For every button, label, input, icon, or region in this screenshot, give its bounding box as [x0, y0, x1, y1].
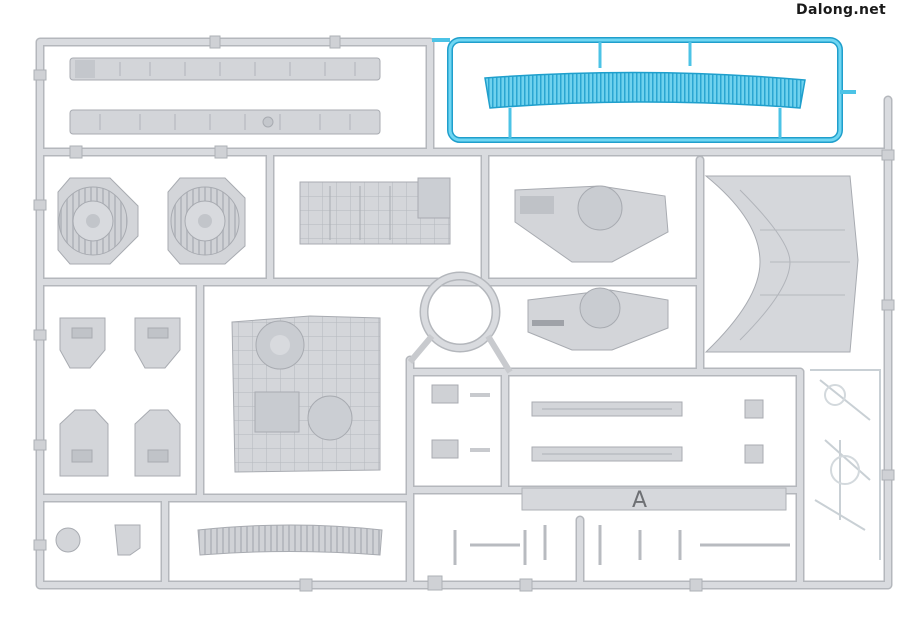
fittings-bottom-center [453, 525, 790, 565]
tapered-part-upper [514, 185, 669, 263]
main-deck-part [231, 315, 381, 473]
clear-parts-sprue [810, 369, 881, 560]
tapered-part-lower [527, 287, 669, 351]
runner-tabs [33, 35, 895, 592]
long-strip-part-2 [69, 109, 381, 135]
sprue-letter-label: A [632, 488, 648, 513]
long-strip-part-1 [69, 57, 381, 81]
bracket-parts-left [59, 317, 181, 477]
watermark-text: Dalong.net [796, 2, 886, 18]
clear-blue-sprue [432, 37, 856, 143]
ribbed-arc-part [197, 524, 383, 556]
round-part-left [57, 177, 139, 265]
long-bar-parts [531, 401, 683, 462]
round-part-right [167, 177, 246, 265]
sprue-frame [35, 37, 893, 590]
small-parts-bottom-left [55, 524, 141, 556]
sprue-label-plate [521, 487, 787, 511]
cockpit-block-part [299, 177, 451, 245]
center-ring-runner [407, 271, 513, 374]
hull-section-part [704, 175, 859, 353]
small-parts-center [431, 384, 764, 464]
